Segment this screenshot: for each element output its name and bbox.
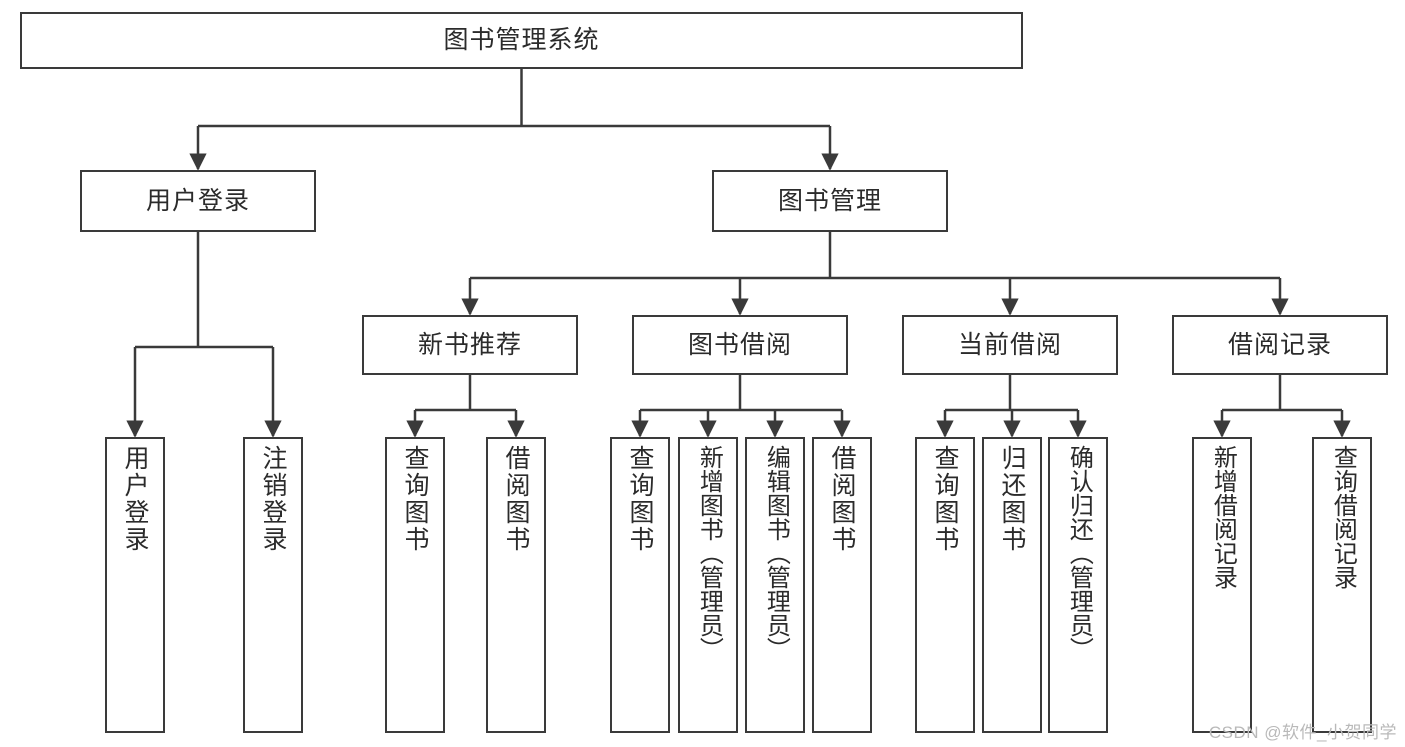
node-label: 当前借阅 bbox=[957, 330, 1062, 359]
node-label: 图书管理 bbox=[777, 186, 882, 215]
node-l-cur-3[interactable]: 确认归还（管理员） bbox=[1048, 437, 1108, 733]
node-label: 图书借阅 bbox=[687, 330, 792, 359]
node-l-bor-1[interactable]: 查询图书 bbox=[610, 437, 670, 733]
node-l-login-1[interactable]: 用户登录 bbox=[105, 437, 165, 733]
node-label: 图书管理系统 bbox=[443, 26, 600, 55]
node-label: 新增图书（管理员） bbox=[695, 445, 723, 661]
node-records[interactable]: 借阅记录 bbox=[1172, 315, 1388, 375]
node-label: 用户登录 bbox=[121, 445, 149, 553]
node-login[interactable]: 用户登录 bbox=[80, 170, 316, 232]
node-bookmgmt[interactable]: 图书管理 bbox=[712, 170, 948, 232]
node-label: 查询图书 bbox=[626, 445, 654, 553]
node-label: 确认归还（管理员） bbox=[1065, 445, 1093, 661]
node-label: 新书推荐 bbox=[417, 330, 522, 359]
node-label: 查询借阅记录 bbox=[1329, 445, 1357, 589]
node-l-new-1[interactable]: 查询图书 bbox=[385, 437, 445, 733]
node-l-bor-2[interactable]: 新增图书（管理员） bbox=[678, 437, 738, 733]
node-label: 查询图书 bbox=[401, 445, 429, 553]
node-l-cur-1[interactable]: 查询图书 bbox=[915, 437, 975, 733]
node-l-bor-4[interactable]: 借阅图书 bbox=[812, 437, 872, 733]
node-root[interactable]: 图书管理系统 bbox=[20, 12, 1023, 69]
node-label: 借阅图书 bbox=[828, 445, 856, 553]
node-current[interactable]: 当前借阅 bbox=[902, 315, 1118, 375]
node-l-cur-2[interactable]: 归还图书 bbox=[982, 437, 1042, 733]
node-label: 借阅记录 bbox=[1227, 330, 1332, 359]
node-l-rec-2[interactable]: 查询借阅记录 bbox=[1312, 437, 1372, 733]
node-borrow[interactable]: 图书借阅 bbox=[632, 315, 848, 375]
node-l-bor-3[interactable]: 编辑图书（管理员） bbox=[745, 437, 805, 733]
node-newbook[interactable]: 新书推荐 bbox=[362, 315, 578, 375]
node-label: 用户登录 bbox=[145, 186, 250, 215]
node-label: 编辑图书（管理员） bbox=[762, 445, 790, 661]
node-label: 新增借阅记录 bbox=[1209, 445, 1237, 589]
node-label: 查询图书 bbox=[931, 445, 959, 553]
node-label: 借阅图书 bbox=[502, 445, 530, 553]
node-l-new-2[interactable]: 借阅图书 bbox=[486, 437, 546, 733]
node-l-rec-1[interactable]: 新增借阅记录 bbox=[1192, 437, 1252, 733]
node-label: 归还图书 bbox=[998, 445, 1026, 553]
node-l-login-2[interactable]: 注销登录 bbox=[243, 437, 303, 733]
node-label: 注销登录 bbox=[259, 445, 287, 553]
